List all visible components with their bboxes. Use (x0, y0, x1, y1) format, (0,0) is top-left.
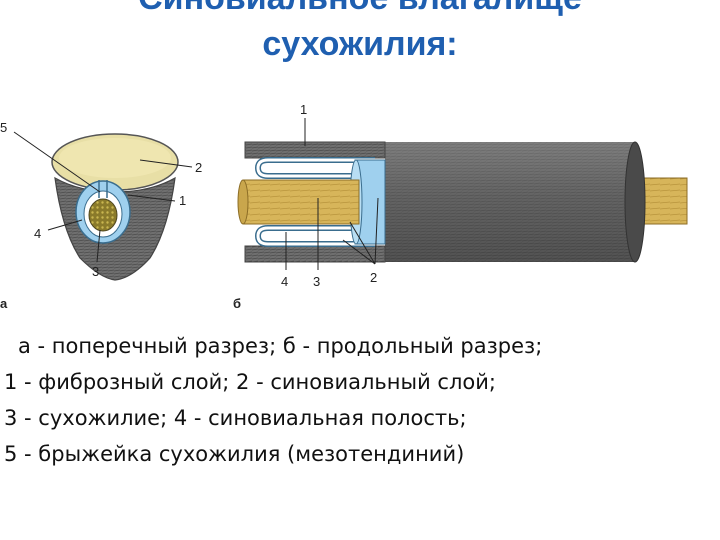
longitudinal-label-1: 1 (300, 102, 307, 117)
cross-section-label-4: 4 (34, 226, 41, 241)
caption-line-2: 1 - фиброзный слой; 2 - синовиальный сло… (4, 370, 496, 394)
longitudinal-label-2: 2 (370, 270, 377, 285)
longitudinal-label-4: 4 (281, 274, 288, 289)
cross-section-label-2: 2 (195, 160, 202, 175)
cross-section-figure: 5 2 1 4 3 а (0, 120, 202, 311)
cross-section-label-5: 5 (0, 120, 7, 135)
longitudinal-figure: 1 4 3 2 б (233, 102, 688, 311)
page-title-line-1: Синовиальное влагалище (0, 0, 720, 18)
caption-line-3: 3 - сухожилие; 4 - синовиальная полость; (4, 406, 467, 430)
cross-section-mesotendon (98, 180, 108, 198)
cross-section-letter: а (0, 296, 8, 311)
page-title-line-2: сухожилия: (262, 25, 458, 63)
longitudinal-letter: б (233, 296, 241, 311)
longitudinal-label-3: 3 (313, 274, 320, 289)
caption-line-4: 5 - брыжейка сухожилия (мезотендиний) (4, 442, 465, 466)
cross-section-label-1: 1 (179, 193, 186, 208)
cross-section-tendon (88, 198, 118, 232)
cross-section-label-3: 3 (92, 264, 99, 279)
longitudinal-tendon (242, 179, 360, 225)
tendon-sheath-figure: 5 2 1 4 3 а 1 4 3 (0, 102, 688, 311)
caption-line-1: а - поперечный разрез; б - продольный ра… (18, 334, 543, 358)
